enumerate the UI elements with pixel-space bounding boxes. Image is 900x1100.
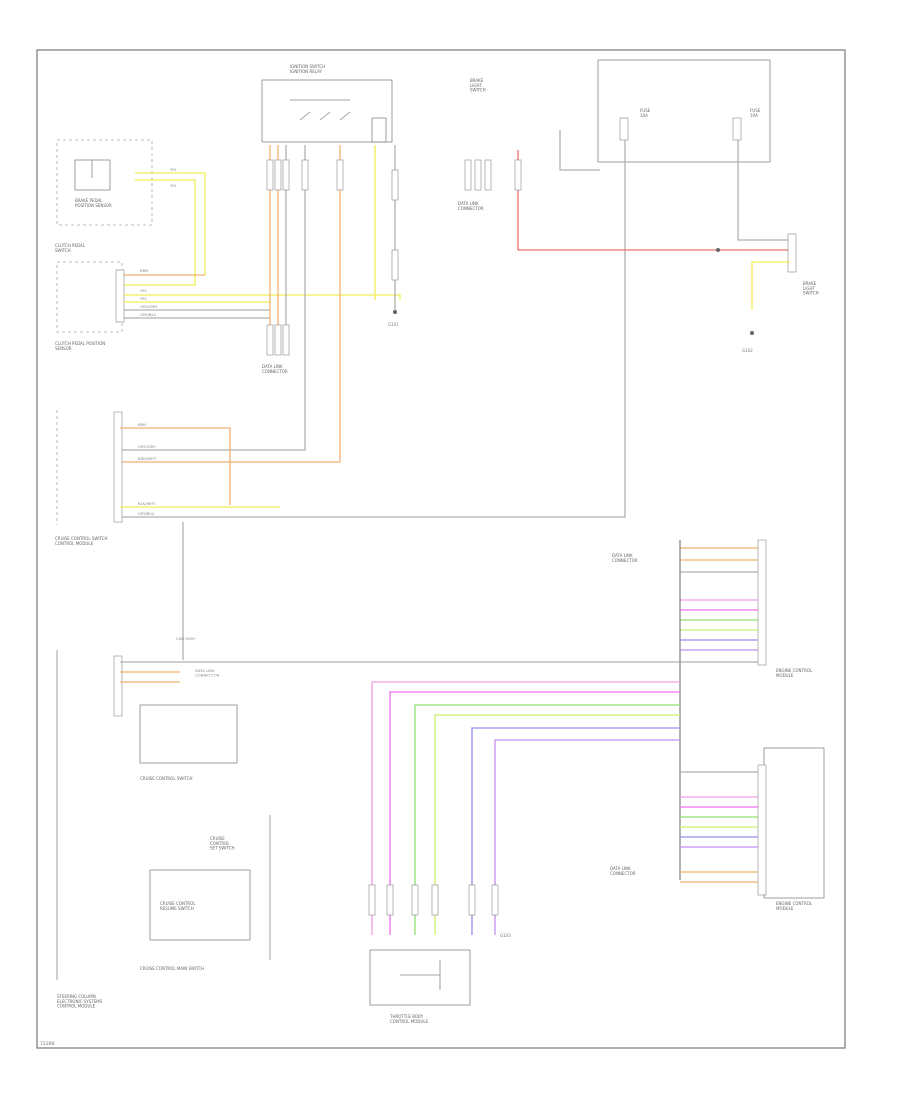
wire-gry-fuse2 (737, 140, 790, 241)
wire-gry-v2 (120, 145, 306, 451)
figure-id: 72288 (40, 1041, 55, 1047)
svg-text:YEL: YEL (140, 296, 148, 301)
wire-pink-tb (371, 681, 680, 935)
svg-text:G102: G102 (742, 348, 753, 353)
wire-yel-1 (135, 172, 206, 275)
svg-text:ORG/GRY: ORG/GRY (140, 304, 158, 309)
wire-violet-tb (494, 739, 680, 935)
wire-red (517, 150, 790, 251)
svg-text:BRN: BRN (138, 422, 146, 427)
svg-text:YEL: YEL (170, 183, 178, 188)
wire-mag-tb (389, 691, 680, 935)
ground-g102: G102 (742, 331, 754, 353)
svg-text:GRY/BLU: GRY/BLU (138, 511, 154, 516)
wire-gry-fuse1 (120, 140, 626, 518)
wire-gry-lamp (559, 130, 600, 171)
wire-org-v3 (120, 145, 341, 463)
cc-switch-label: CRUISE CONTROL SWITCH (140, 776, 193, 781)
svg-text:YEL: YEL (140, 288, 148, 293)
wire-green-tb (414, 704, 680, 935)
svg-text:GRY/BLU: GRY/BLU (140, 312, 156, 317)
svg-text:G101: G101 (388, 322, 399, 327)
svg-text:BLK/WHT: BLK/WHT (138, 501, 156, 506)
wire-org-mid (120, 427, 231, 505)
cc-main-label: CRUISE CONTROL MAIN SWITCH (140, 966, 204, 971)
wire-yel-2 (120, 179, 196, 286)
svg-text:YEL: YEL (170, 167, 178, 172)
wire-lime-tb (434, 714, 680, 935)
ignition-connectors (266, 159, 399, 356)
svg-text:ORG/GRY: ORG/GRY (138, 444, 156, 449)
svg-text:CAN HIGH: CAN HIGH (176, 636, 195, 641)
wire-yel-3 (124, 294, 401, 300)
wire-yel-brake (751, 261, 790, 310)
ground-g101: G101 (388, 310, 399, 327)
diagram-frame (36, 49, 846, 1049)
ground-g103: G103 (500, 933, 511, 938)
throttle-body-connectors (368, 884, 499, 916)
svg-text:BRN/WHT: BRN/WHT (138, 456, 157, 461)
wire-blue-tb (471, 727, 680, 935)
clutch-pins (115, 269, 125, 323)
cc-switch-box: CRUISE CONTROL SWITCH (139, 704, 238, 781)
svg-text:G103: G103 (500, 933, 511, 938)
svg-text:BRN: BRN (140, 268, 148, 273)
